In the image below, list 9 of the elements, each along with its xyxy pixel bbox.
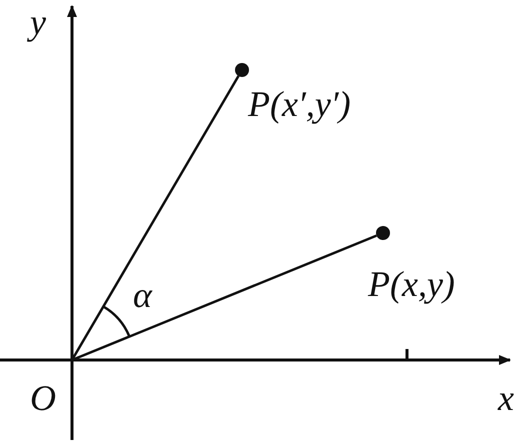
line-segment [70,75,240,361]
point-label: P(x′,y′) [248,84,351,124]
origin-label: O [30,378,56,418]
point-dot [235,63,249,77]
axis-label: x [498,378,514,418]
angle-label: α [133,275,152,315]
line-segment [72,234,377,362]
point-label: P(x,y) [368,264,455,304]
point-dot [376,226,390,240]
